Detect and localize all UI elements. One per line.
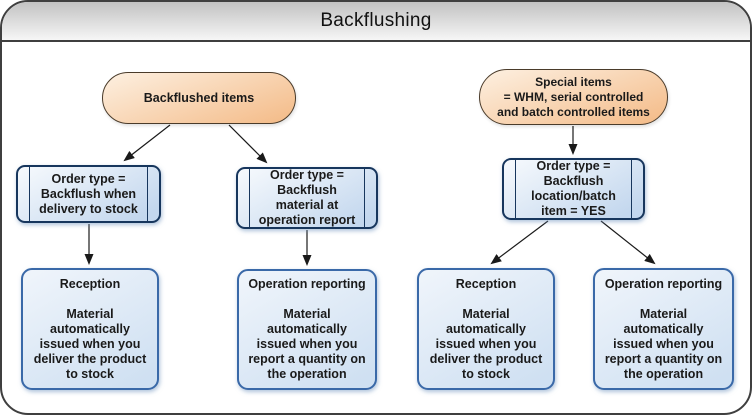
node-order-type-location: Order type = Backflush location/batch it…: [502, 158, 645, 220]
title-bar: Backflushing: [2, 2, 750, 42]
arrow-location-to-reporting: [600, 220, 656, 265]
node-backflushed-items: Backflushed items: [102, 72, 296, 124]
arrow-backflushed-to-operation: [228, 124, 268, 164]
node-operation-reporting-left: Operation reporting Material automatical…: [237, 269, 377, 390]
arrow-backflushed-to-delivery: [123, 124, 171, 162]
node-operation-reporting-right: Operation reporting Material automatical…: [593, 268, 734, 390]
page-title: Backflushing: [320, 10, 432, 31]
node-special-items: Special items = WHM, serial controlled a…: [479, 69, 668, 125]
node-order-type-operation: Order type = Backflush material at opera…: [236, 167, 378, 229]
node-reception-right: Reception Material automatically issued …: [417, 268, 555, 390]
node-order-type-delivery: Order type = Backflush when delivery to …: [16, 165, 161, 223]
node-reception-left: Reception Material automatically issued …: [21, 268, 159, 390]
arrow-location-to-reception: [490, 220, 549, 265]
